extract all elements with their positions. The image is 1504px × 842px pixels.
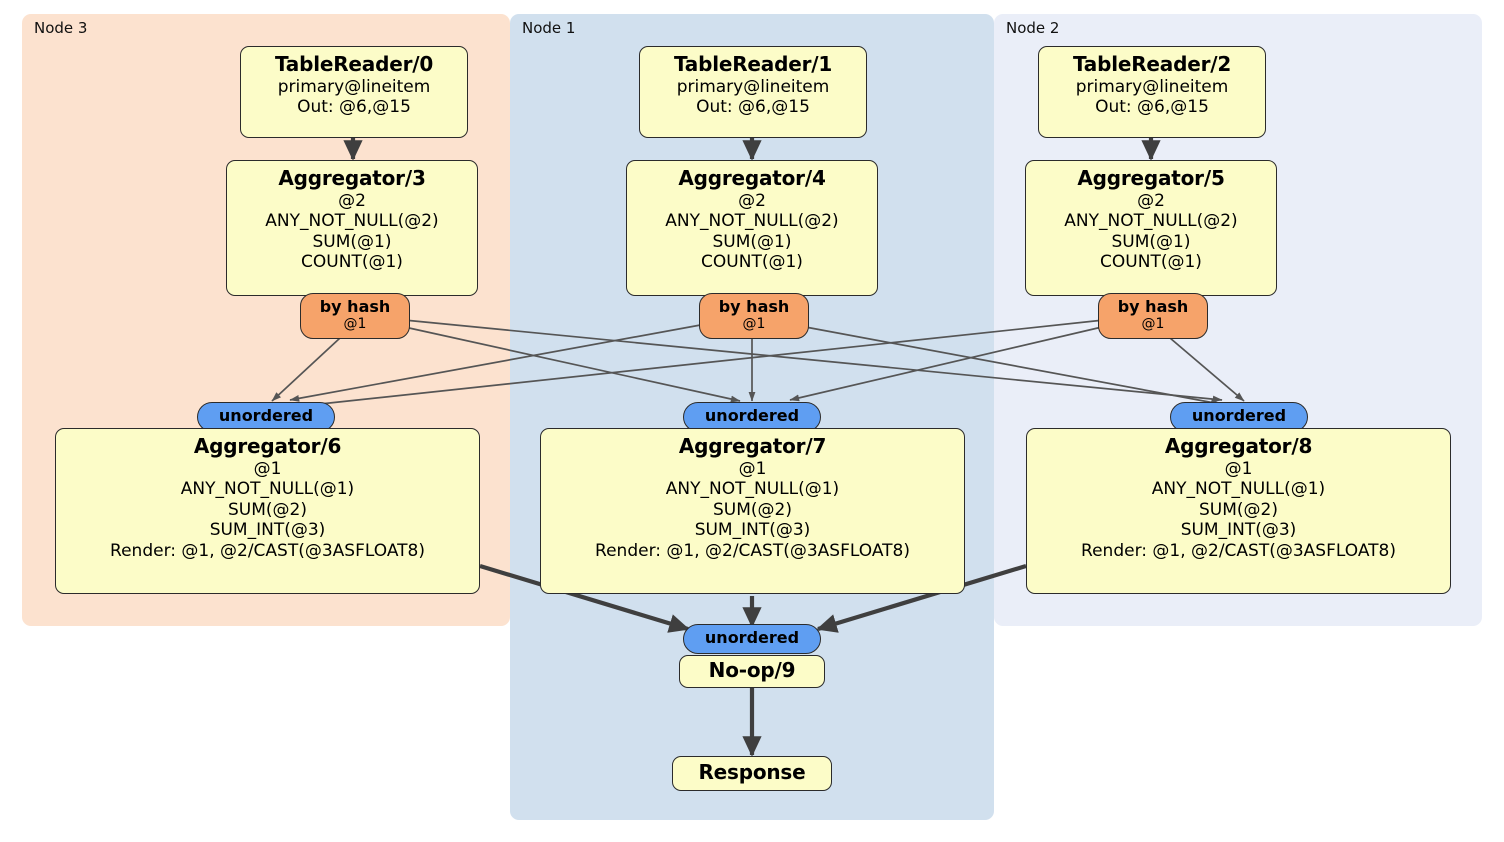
processor-aggregator3-line-1: ANY_NOT_NULL(@2): [265, 211, 439, 232]
processor-aggregator3-title: Aggregator/3: [278, 166, 426, 190]
processor-aggregator6-line-1: ANY_NOT_NULL(@1): [180, 479, 355, 500]
processor-aggregator4-line-3: COUNT(@1): [701, 252, 803, 273]
node-panel-node2-label: Node 2: [1006, 19, 1060, 37]
processor-aggregator4-line-0: @2: [738, 191, 766, 211]
processor-tablereader0-line-1: Out: @6,@15: [297, 97, 411, 118]
processor-aggregator6-title: Aggregator/6: [193, 434, 342, 458]
processor-aggregator7-line-1: ANY_NOT_NULL(@1): [665, 479, 840, 500]
processor-aggregator3-line-2: SUM(@1): [312, 231, 392, 252]
router-unordered7-label: unordered: [704, 406, 800, 425]
processor-aggregator7[interactable]: Aggregator/7 @1 ANY_NOT_NULL(@1) SUM(@2)…: [540, 428, 965, 594]
processor-aggregator8-line-3: SUM_INT(@3): [1180, 520, 1297, 541]
processor-aggregator6[interactable]: Aggregator/6 @1 ANY_NOT_NULL(@1) SUM(@2)…: [55, 428, 480, 594]
processor-aggregator4-line-2: SUM(@1): [712, 231, 792, 252]
router-hash4[interactable]: by hash @1: [699, 293, 809, 339]
router-hash4-sublabel: @1: [742, 316, 766, 333]
processor-tablereader1-title: TableReader/1: [673, 52, 833, 76]
processor-aggregator5-line-2: SUM(@1): [1111, 231, 1191, 252]
node-panel-node3-label: Node 3: [34, 19, 88, 37]
processor-aggregator6-line-0: @1: [253, 459, 282, 479]
processor-tablereader0-line-0: primary@lineitem: [277, 77, 431, 97]
processor-aggregator8-line-2: SUM(@2): [1199, 499, 1278, 520]
processor-aggregator5-title: Aggregator/5: [1077, 166, 1225, 190]
processor-aggregator7-line-0: @1: [738, 459, 767, 479]
node-panel-node1-label: Node 1: [522, 19, 576, 37]
processor-tablereader1-line-0: primary@lineitem: [676, 77, 830, 97]
router-hash5-sublabel: @1: [1141, 316, 1165, 333]
processor-aggregator7-line-2: SUM(@2): [713, 499, 792, 520]
router-hash3[interactable]: by hash @1: [300, 293, 410, 339]
processor-aggregator4[interactable]: Aggregator/4 @2 ANY_NOT_NULL(@2) SUM(@1)…: [626, 160, 878, 296]
processor-tablereader2[interactable]: TableReader/2 primary@lineitem Out: @6,@…: [1038, 46, 1266, 138]
processor-response[interactable]: Response: [672, 756, 832, 791]
processor-aggregator5-line-3: COUNT(@1): [1100, 252, 1202, 273]
router-unordered8-label: unordered: [1191, 406, 1287, 425]
processor-tablereader2-line-0: primary@lineitem: [1075, 77, 1229, 97]
processor-aggregator5[interactable]: Aggregator/5 @2 ANY_NOT_NULL(@2) SUM(@1)…: [1025, 160, 1277, 296]
router-unordered9-label: unordered: [704, 628, 800, 647]
processor-aggregator6-line-4: Render: @1, @2/CAST(@3ASFLOAT8): [110, 540, 425, 561]
router-hash3-sublabel: @1: [343, 316, 367, 333]
router-hash4-label: by hash: [718, 297, 790, 316]
processor-aggregator8[interactable]: Aggregator/8 @1 ANY_NOT_NULL(@1) SUM(@2)…: [1026, 428, 1451, 594]
router-unordered9[interactable]: unordered: [683, 624, 821, 654]
processor-aggregator8-line-1: ANY_NOT_NULL(@1): [1151, 479, 1326, 500]
processor-aggregator6-line-2: SUM(@2): [228, 499, 307, 520]
router-hash5-label: by hash: [1117, 297, 1189, 316]
processor-aggregator3-line-3: COUNT(@1): [301, 252, 403, 273]
processor-aggregator3[interactable]: Aggregator/3 @2 ANY_NOT_NULL(@2) SUM(@1)…: [226, 160, 478, 296]
processor-aggregator8-line-0: @1: [1224, 459, 1253, 479]
router-unordered6-label: unordered: [218, 406, 314, 425]
processor-tablereader0[interactable]: TableReader/0 primary@lineitem Out: @6,@…: [240, 46, 468, 138]
processor-response-title: Response: [698, 760, 806, 784]
processor-tablereader2-line-1: Out: @6,@15: [1095, 97, 1209, 118]
router-unordered6[interactable]: unordered: [197, 402, 335, 432]
router-hash5[interactable]: by hash @1: [1098, 293, 1208, 339]
processor-noop9[interactable]: No-op/9: [679, 655, 825, 688]
processor-aggregator5-line-1: ANY_NOT_NULL(@2): [1064, 211, 1238, 232]
processor-noop9-title: No-op/9: [708, 658, 796, 682]
processor-aggregator4-title: Aggregator/4: [678, 166, 826, 190]
processor-aggregator6-line-3: SUM_INT(@3): [209, 520, 326, 541]
processor-aggregator7-line-4: Render: @1, @2/CAST(@3ASFLOAT8): [595, 540, 910, 561]
processor-aggregator5-line-0: @2: [1137, 191, 1165, 211]
processor-tablereader1[interactable]: TableReader/1 primary@lineitem Out: @6,@…: [639, 46, 867, 138]
processor-aggregator7-title: Aggregator/7: [678, 434, 827, 458]
processor-aggregator3-line-0: @2: [338, 191, 366, 211]
processor-aggregator4-line-1: ANY_NOT_NULL(@2): [665, 211, 839, 232]
processor-tablereader1-line-1: Out: @6,@15: [696, 97, 810, 118]
router-unordered7[interactable]: unordered: [683, 402, 821, 432]
processor-tablereader0-title: TableReader/0: [274, 52, 434, 76]
processor-tablereader2-title: TableReader/2: [1072, 52, 1232, 76]
router-hash3-label: by hash: [319, 297, 391, 316]
processor-aggregator7-line-3: SUM_INT(@3): [694, 520, 811, 541]
processor-aggregator8-title: Aggregator/8: [1164, 434, 1313, 458]
processor-aggregator8-line-4: Render: @1, @2/CAST(@3ASFLOAT8): [1081, 540, 1396, 561]
